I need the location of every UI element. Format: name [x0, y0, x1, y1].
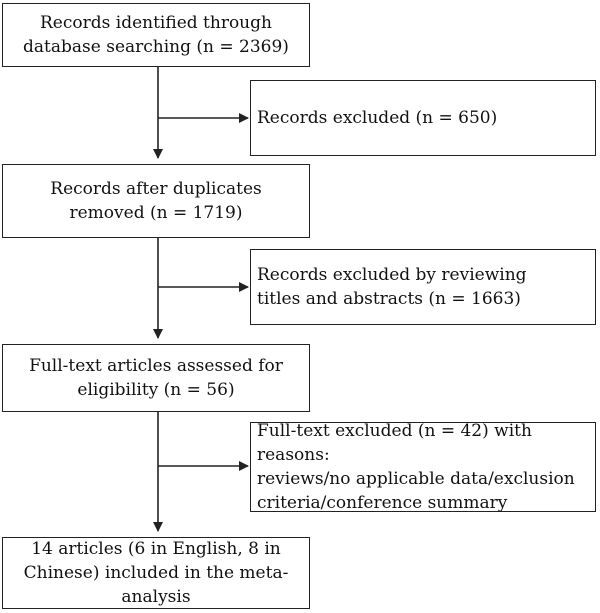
box-records-identified-text: Records identified through database sear…	[23, 13, 289, 57]
box-full-text-excluded: Full-text excluded (n = 42) with reasons…	[250, 421, 596, 513]
box-full-text-assessed: Full-text articles assessed for eligibil…	[2, 344, 310, 412]
box-after-duplicates-text: Records after duplicates removed (n = 17…	[50, 179, 262, 223]
box-excluded-titles-abstracts: Records excluded by reviewing titles and…	[250, 249, 596, 325]
box-records-excluded: Records excluded (n = 650)	[250, 80, 596, 156]
box-full-text-excluded-text: Full-text excluded (n = 42) with reasons…	[257, 421, 575, 513]
box-excluded-titles-abstracts-text: Records excluded by reviewing titles and…	[257, 265, 527, 309]
box-full-text-assessed-text: Full-text articles assessed for eligibil…	[29, 356, 283, 400]
box-included-text: 14 articles (6 in English, 8 in Chinese)…	[23, 539, 289, 607]
box-records-excluded-text: Records excluded (n = 650)	[257, 108, 498, 128]
box-after-duplicates: Records after duplicates removed (n = 17…	[2, 164, 310, 238]
box-included: 14 articles (6 in English, 8 in Chinese)…	[2, 537, 310, 609]
box-records-identified: Records identified through database sear…	[2, 3, 310, 67]
